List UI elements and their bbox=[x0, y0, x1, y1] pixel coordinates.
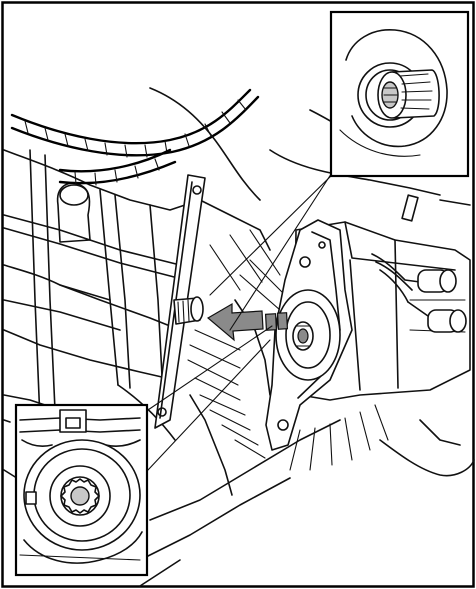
detail-inset-top-right bbox=[329, 10, 470, 178]
wiring-harness bbox=[10, 87, 471, 222]
transfer-case bbox=[265, 219, 471, 451]
detail-inset-bottom-left bbox=[14, 403, 149, 577]
adapter-plate bbox=[154, 174, 206, 429]
callout-leaders bbox=[144, 167, 336, 471]
